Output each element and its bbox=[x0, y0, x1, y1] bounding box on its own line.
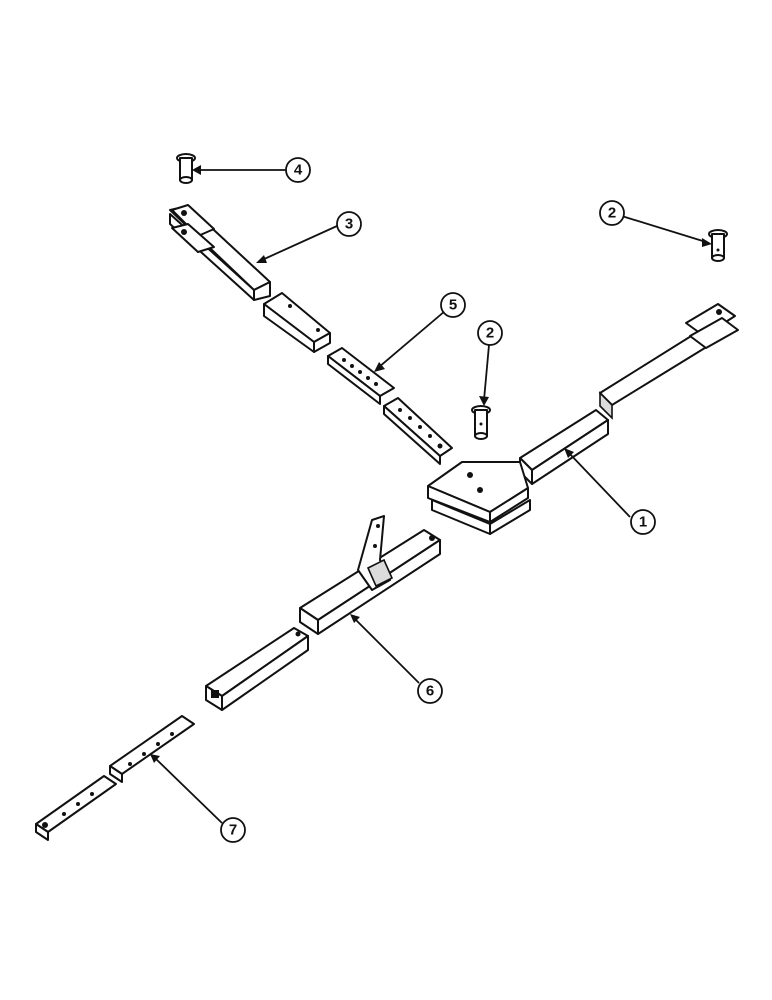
leader-lines bbox=[150, 165, 712, 824]
callout-7: 7 bbox=[220, 817, 246, 843]
callout-2-center: 2 bbox=[477, 320, 503, 346]
callout-2-right: 2 bbox=[599, 200, 625, 226]
callout-4: 4 bbox=[285, 157, 311, 183]
callout-2-center-label: 2 bbox=[486, 325, 494, 342]
part-upper-flat-bar bbox=[327, 347, 453, 465]
pin-part-2-center bbox=[471, 405, 491, 440]
callout-1-label: 1 bbox=[639, 514, 647, 531]
part-lower-inner-tube bbox=[205, 627, 309, 711]
callout-5: 5 bbox=[440, 292, 466, 318]
callout-3-label: 3 bbox=[345, 216, 353, 233]
callout-2-right-label: 2 bbox=[608, 205, 616, 222]
callout-4-label: 4 bbox=[294, 162, 303, 179]
pin-part-4 bbox=[176, 153, 196, 184]
part-upper-inner-tube bbox=[263, 292, 331, 353]
callout-3: 3 bbox=[336, 211, 362, 237]
callout-1: 1 bbox=[630, 509, 656, 535]
callout-7-label: 7 bbox=[229, 822, 237, 839]
callout-6: 6 bbox=[417, 678, 443, 704]
callout-6-label: 6 bbox=[426, 683, 434, 700]
callout-5-label: 5 bbox=[449, 297, 457, 314]
part-lower-tube bbox=[299, 515, 441, 635]
part-upper-tube bbox=[169, 204, 271, 301]
part-lower-flat-bar bbox=[35, 715, 195, 841]
pin-part-2-right bbox=[708, 229, 728, 262]
